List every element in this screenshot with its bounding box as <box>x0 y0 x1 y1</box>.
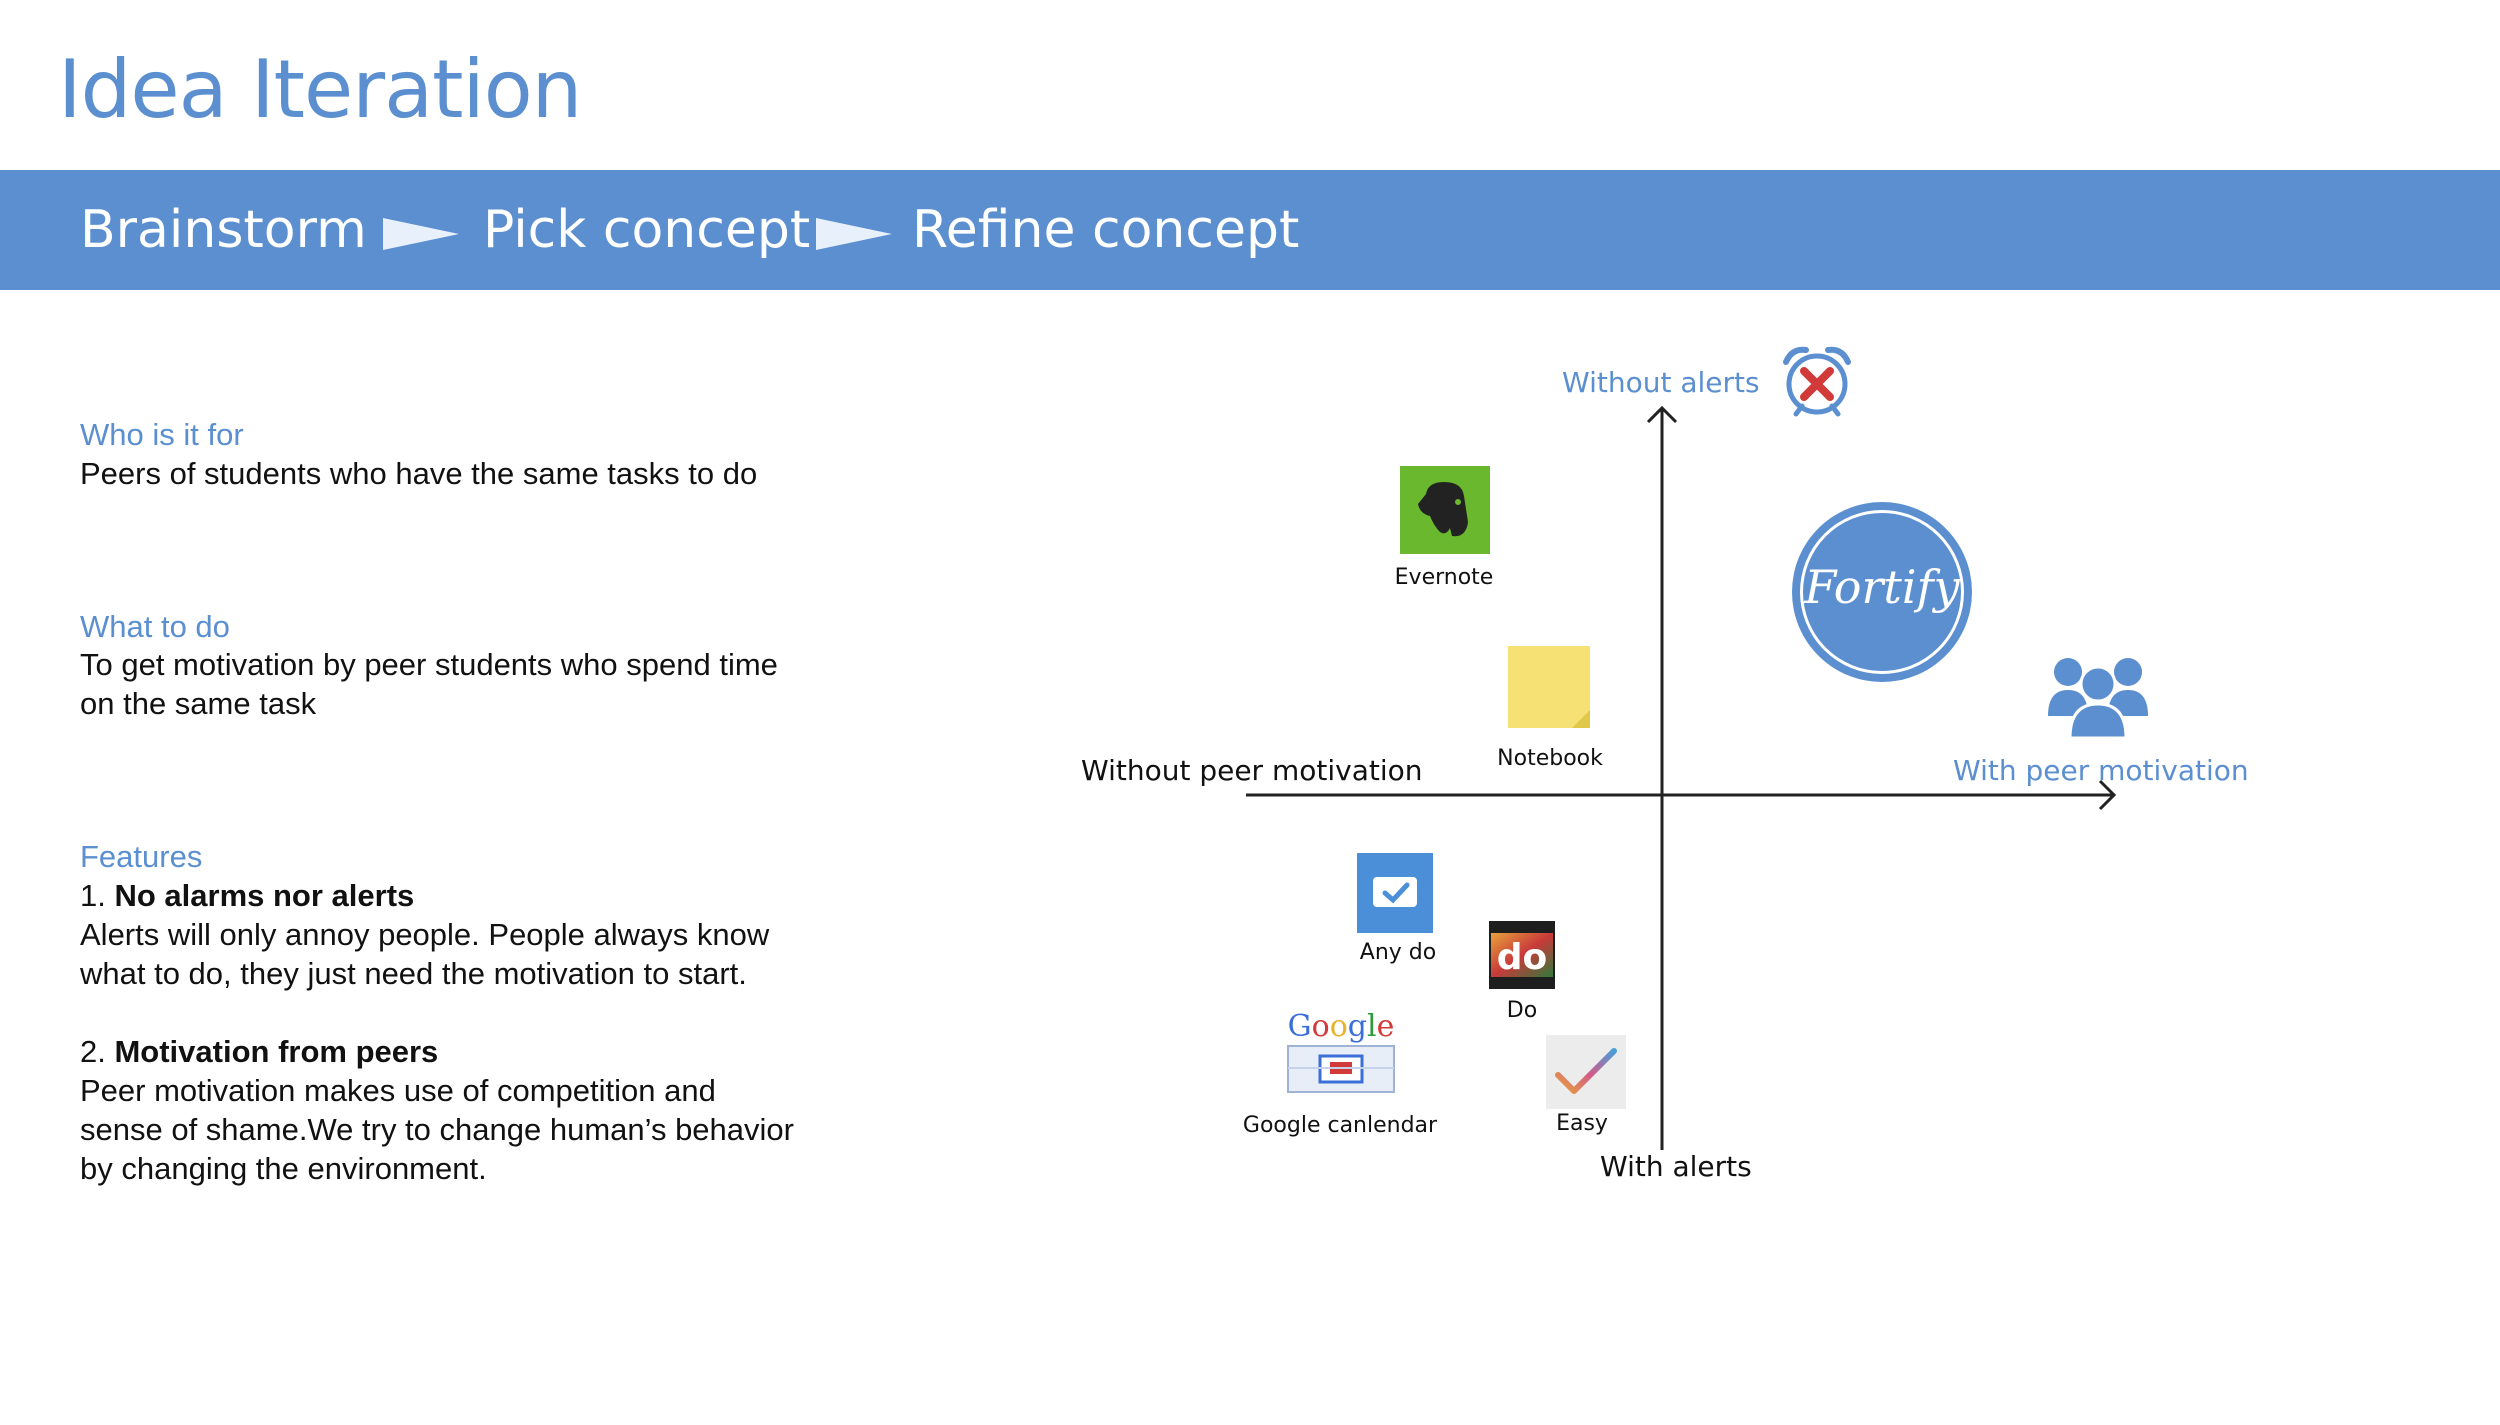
step-refine-concept: Refine concept <box>912 200 1300 260</box>
svg-text:Google: Google <box>1288 1009 1395 1044</box>
step-arrow-icon <box>816 218 892 250</box>
page-title: Idea Iteration <box>58 43 582 136</box>
do-app-icon: do <box>1489 921 1555 989</box>
axis-label-right: With peer motivation <box>1953 754 2249 787</box>
feature-number: 2. <box>80 1034 115 1069</box>
calendar-icon: Google <box>1287 1009 1395 1093</box>
axis-label-bottom: With alerts <box>1600 1150 1752 1183</box>
users-group-icon <box>2048 658 2148 738</box>
anydo-app-icon <box>1357 853 1433 933</box>
features-list: 1. No alarms nor alerts Alerts will only… <box>80 876 860 1188</box>
vertical-axis-arrowhead <box>1646 405 1678 424</box>
evernote-app-icon <box>1400 466 1490 554</box>
google-calendar-label: Google canlendar <box>1242 1113 1438 1138</box>
features-heading: Features <box>80 839 203 874</box>
feature-text-line: what to do, they just need the motivatio… <box>80 956 747 991</box>
what-text: To get motivation by peer students who s… <box>80 645 860 723</box>
process-banner: Brainstorm Pick concept Refine concept <box>0 170 2500 290</box>
anydo-label: Any do <box>1359 940 1437 965</box>
easy-app-icon <box>1546 1035 1626 1109</box>
who-text: Peers of students who have the same task… <box>80 456 758 491</box>
feature-title: Motivation from peers <box>114 1034 439 1069</box>
fortify-badge: Fortify <box>1792 502 1972 682</box>
google-calendar-app-icon: Google <box>1284 1008 1398 1096</box>
feature-2-title-line: 2. Motivation from peers <box>80 1032 860 1071</box>
step-brainstorm: Brainstorm <box>80 200 367 260</box>
feature-text-line: by changing the environment. <box>80 1151 487 1186</box>
who-heading: Who is it for <box>80 417 244 452</box>
fortify-brand-text: Fortify <box>1804 560 1960 614</box>
feature-title: No alarms nor alerts <box>114 878 415 913</box>
do-label: Do <box>1506 998 1538 1023</box>
horizontal-axis-arrowhead <box>2098 779 2117 811</box>
feature-text-line: sense of shame.We try to change human’s … <box>80 1112 794 1147</box>
notebook-app-icon <box>1508 646 1590 728</box>
feature-text-line: Alerts will only annoy people. People al… <box>80 917 770 952</box>
axis-label-left: Without peer motivation <box>1081 754 1423 787</box>
axis-label-top: Without alerts <box>1562 366 1760 399</box>
what-text-line: To get motivation by peer students who s… <box>80 647 778 682</box>
feature-text-line: Peer motivation makes use of competition… <box>80 1073 716 1108</box>
what-heading: What to do <box>80 609 230 644</box>
alarm-clock-crossed-icon <box>1783 346 1851 417</box>
easy-label: Easy <box>1556 1111 1608 1136</box>
step-pick-concept: Pick concept <box>483 200 811 260</box>
evernote-label: Evernote <box>1394 565 1494 590</box>
what-text-line: on the same task <box>80 686 317 721</box>
fortify-ring <box>1800 510 1964 674</box>
feature-1-title-line: 1. No alarms nor alerts <box>80 876 860 915</box>
step-arrow-icon <box>383 218 459 250</box>
svg-text:do: do <box>1497 937 1548 978</box>
feature-number: 1. <box>80 878 115 913</box>
notebook-label: Notebook <box>1497 746 1603 771</box>
